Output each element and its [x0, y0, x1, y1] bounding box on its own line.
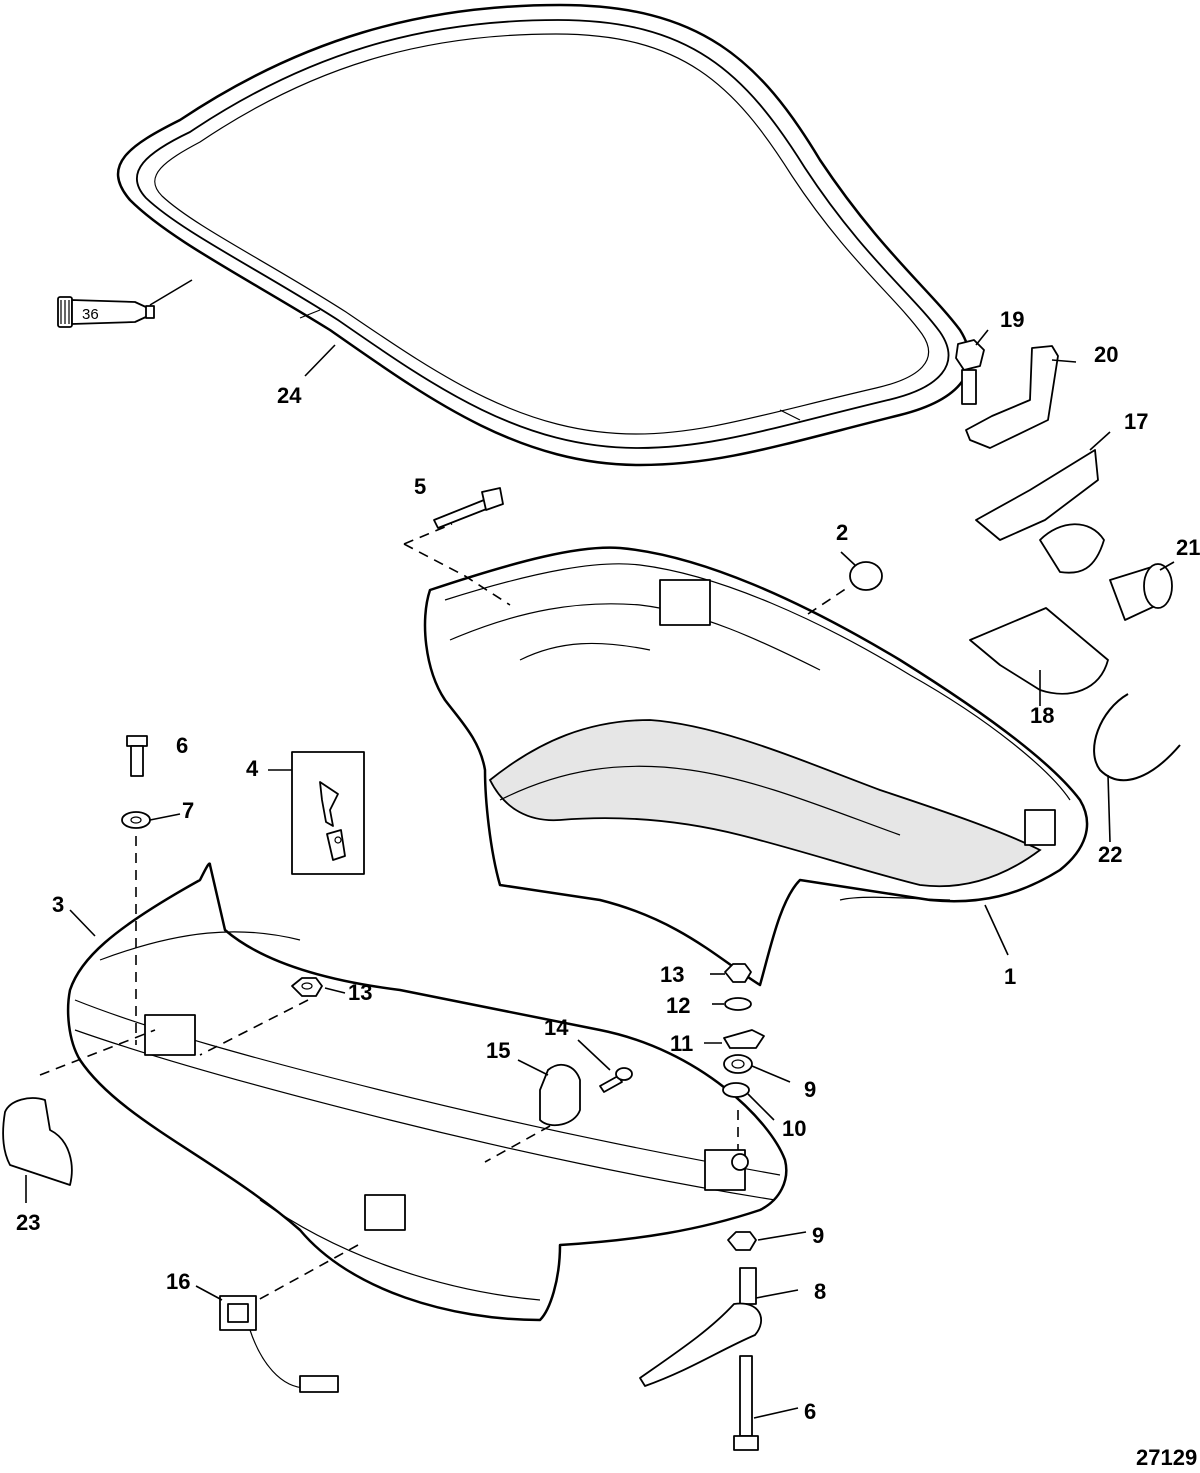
- part-19-bolt: [955, 339, 985, 405]
- callout-4: 4: [246, 756, 259, 781]
- callout-14: 14: [544, 1015, 569, 1040]
- callout-18: 18: [1030, 703, 1054, 728]
- part-13-nut-right: [724, 963, 752, 983]
- part-11-clip: [723, 1029, 765, 1049]
- callout-21: 21: [1176, 535, 1200, 560]
- part-9-bushing-upper: [723, 1054, 753, 1074]
- callout-6-bottom: 6: [804, 1399, 816, 1424]
- callout-11: 11: [670, 1031, 693, 1056]
- part-23-bracket: [2, 1097, 73, 1186]
- part-10-oring: [722, 1082, 750, 1098]
- callout-19: 19: [1000, 307, 1024, 332]
- part-4-latch-kit: [291, 751, 365, 875]
- callout-12: 12: [666, 993, 690, 1018]
- assembly-lines: [39, 523, 851, 1301]
- part-16-switch: [219, 1295, 339, 1393]
- callout-8: 8: [814, 1279, 826, 1304]
- part-9-bushing-lower: [727, 1231, 757, 1251]
- callout-labels: 24 19 20 5 2 17 21 18 22 1 6 4 7 3 13 13…: [16, 307, 1200, 1470]
- callout-10: 10: [782, 1116, 806, 1141]
- figure-id: 27129: [1136, 1445, 1197, 1470]
- part-15-latch: [539, 1063, 581, 1127]
- part-24-seal: [116, 3, 971, 467]
- callout-6-top: 6: [176, 733, 188, 758]
- callout-13-right: 13: [660, 962, 684, 987]
- part-13-nut-left: [291, 977, 323, 997]
- leader-lines: [25, 329, 1175, 1419]
- callout-23: 23: [16, 1210, 40, 1235]
- callout-1: 1: [1004, 964, 1016, 989]
- callout-7: 7: [182, 798, 194, 823]
- callout-16: 16: [166, 1269, 190, 1294]
- sealant-tube-36: 36: [57, 296, 155, 328]
- part-3-front-cowl: [66, 862, 788, 1322]
- callout-2: 2: [836, 520, 848, 545]
- part-6-bolt-bottom: [733, 1355, 759, 1451]
- callout-22: 22: [1098, 842, 1122, 867]
- part-18-duct: [969, 607, 1109, 695]
- callout-24: 24: [277, 383, 302, 408]
- part-12-washer: [724, 997, 752, 1011]
- part-2-plug: [849, 561, 883, 591]
- part-5-bolt: [433, 487, 504, 529]
- callout-20: 20: [1094, 342, 1118, 367]
- sealant-tube-label: 36: [82, 306, 99, 323]
- part-21-sleeve: [1109, 563, 1173, 621]
- callout-9-upper: 9: [804, 1077, 816, 1102]
- callout-13-left: 13: [348, 980, 372, 1005]
- part-17-duct: [975, 449, 1105, 574]
- part-20-bracket: [965, 345, 1059, 449]
- callout-5: 5: [414, 474, 426, 499]
- part-7-washer: [121, 811, 151, 829]
- callout-15: 15: [486, 1038, 510, 1063]
- part-14-screw: [599, 1067, 633, 1093]
- callout-3: 3: [52, 892, 64, 917]
- part-8-lever: [639, 1267, 763, 1387]
- callout-17: 17: [1124, 409, 1148, 434]
- part-22-clip-ring: [1093, 693, 1181, 782]
- part-1-bottom-cowl: [423, 546, 1089, 987]
- part-6-bolt-top: [126, 735, 148, 777]
- callout-9-lower: 9: [812, 1223, 824, 1248]
